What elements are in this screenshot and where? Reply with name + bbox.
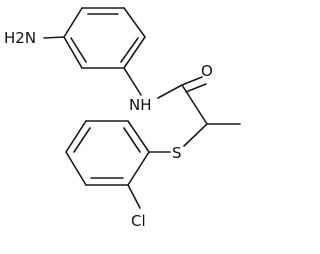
- aminophenyl-ring: [63, 7, 146, 69]
- carbonyl-oxygen-label: O: [201, 62, 213, 80]
- bond-ring-to-amine: [43, 36, 65, 39]
- bond-ring-to-nh: [123, 67, 142, 96]
- double-bond-inner: [123, 127, 141, 153]
- double-bond-inner: [70, 37, 87, 63]
- bond: [65, 120, 87, 153]
- bond-ring-to-chlorine: [127, 184, 141, 209]
- bond-carbonyl-to-alpha: [181, 84, 208, 125]
- bond: [123, 36, 146, 69]
- bond: [127, 120, 150, 153]
- bond: [63, 36, 83, 69]
- chlorophenyl-ring: [65, 120, 150, 186]
- carbonyl-bond: [181, 76, 203, 86]
- bond: [123, 7, 146, 38]
- bond-nh-to-carbonyl: [157, 84, 183, 99]
- amine-label: H2N: [4, 29, 36, 47]
- bond-alpha-to-sulfur: [183, 123, 208, 147]
- bond: [65, 151, 87, 186]
- amide-nh-label: NH: [129, 96, 152, 114]
- bond: [127, 151, 150, 186]
- sulfur-label: S: [172, 144, 182, 162]
- double-bond-inner: [73, 127, 91, 153]
- double-bond-inner: [120, 37, 139, 63]
- bond: [63, 7, 83, 38]
- chemical-structure-diagram: H2N NH O S Cl: [4, 7, 241, 230]
- carbonyl-bond: [185, 83, 207, 93]
- chlorine-label: Cl: [131, 212, 146, 230]
